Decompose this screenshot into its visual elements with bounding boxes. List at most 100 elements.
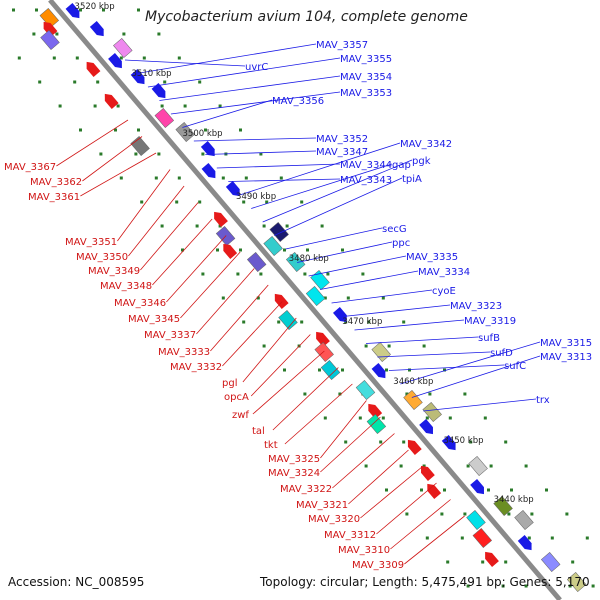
tick-dot	[236, 272, 240, 276]
tick-dot	[320, 224, 324, 228]
forward-gene-arrow	[65, 2, 80, 19]
reverse-gene-arrow-shape	[104, 93, 119, 110]
tick-dot	[142, 56, 146, 60]
tick-dot	[545, 488, 548, 492]
tick-dot	[463, 392, 467, 396]
tick-dot	[524, 584, 528, 588]
forward-gene-label: MAV_3323	[450, 301, 502, 312]
forward-gene-label: uvrC	[245, 62, 268, 73]
forward-label-leader	[182, 99, 273, 128]
forward-gene-arrow	[470, 478, 484, 495]
tick-dot	[565, 512, 569, 516]
tick-dot	[361, 272, 365, 276]
map-title: Mycobacterium avium 104, complete genome	[145, 9, 468, 25]
forward-gene-arrow-shape	[65, 2, 80, 19]
tick-dot	[102, 8, 105, 12]
scale-tick-label: 3520 kbp	[75, 2, 115, 12]
reverse-gene-label: MAV_3346	[114, 298, 166, 309]
forward-gene-label: trx	[536, 395, 550, 406]
tick-dot	[181, 248, 184, 252]
reverse-gene-block-shape	[130, 135, 150, 157]
tick-dot	[487, 488, 490, 492]
forward-gene-block-shape	[468, 455, 488, 477]
tick-dot	[12, 8, 15, 12]
reverse-label-leader	[210, 284, 269, 352]
reverse-gene-label: MAV_3332	[170, 362, 222, 373]
tick-dot	[489, 464, 493, 468]
reverse-gene-arrow-shape	[274, 293, 289, 310]
tick-dot	[381, 296, 385, 300]
reverse-gene-block	[40, 29, 60, 51]
scale-tick-label: 3490 kbp	[236, 192, 276, 202]
tick-dot	[504, 440, 508, 444]
forward-label-leader	[239, 142, 401, 196]
forward-gene-label: MAV_3347	[316, 147, 368, 158]
forward-label-leader	[331, 289, 433, 304]
forward-gene-arrow	[419, 418, 433, 435]
reverse-gene-block-shape	[39, 7, 60, 29]
tick-dot	[527, 536, 531, 540]
forward-label-leader	[354, 319, 465, 331]
reverse-gene-arrow-shape	[214, 211, 228, 228]
tick-dot	[481, 560, 485, 564]
forward-gene-arrow	[225, 180, 240, 197]
tick-dot	[504, 560, 508, 564]
forward-gene-label: sufB	[478, 333, 500, 344]
tick-dot	[318, 368, 321, 372]
tick-dot	[256, 296, 260, 300]
forward-label-leader	[274, 177, 403, 236]
reverse-gene-arrow-shape	[407, 439, 422, 456]
reverse-label-leader	[252, 350, 325, 415]
reverse-label-leader	[152, 218, 213, 286]
tick-dot	[483, 416, 487, 420]
tick-dot	[358, 416, 362, 420]
forward-gene-block	[305, 285, 326, 307]
tick-dot	[420, 488, 423, 492]
forward-label-leader	[423, 398, 537, 412]
tick-dot	[242, 200, 246, 204]
tick-dot	[177, 56, 181, 60]
forward-label-leader	[193, 137, 317, 142]
tick-dot	[119, 56, 123, 60]
reverse-gene-label: tal	[252, 426, 265, 437]
forward-gene-arrow-shape	[108, 52, 122, 69]
reverse-label-leader	[404, 515, 465, 565]
tick-dot	[73, 80, 77, 84]
forward-label-leader	[342, 304, 451, 317]
reverse-gene-arrow	[427, 483, 442, 500]
forward-gene-arrow-shape	[201, 162, 216, 179]
forward-gene-block	[422, 401, 442, 423]
forward-label-leader	[411, 355, 541, 398]
tick-dot	[300, 320, 304, 324]
genome-summary-text: Topology: circular; Length: 5,475,491 bp…	[260, 575, 590, 589]
reverse-label-leader	[320, 400, 367, 459]
scale-tick-label: 3450 kbp	[443, 436, 483, 446]
tick-dot	[428, 392, 432, 396]
forward-gene-block	[540, 551, 561, 573]
tick-dot	[385, 488, 388, 492]
tick-dot	[137, 128, 140, 132]
tick-dot	[344, 440, 348, 444]
reverse-gene-label: MAV_3312	[324, 530, 376, 541]
tick-dot	[381, 416, 385, 420]
tick-dot	[387, 344, 391, 348]
forward-gene-block	[566, 571, 587, 593]
tick-dot	[58, 104, 62, 108]
reverse-gene-arrow-shape	[43, 21, 58, 38]
reverse-gene-label: MAV_3367	[4, 162, 56, 173]
tick-dot	[399, 464, 403, 468]
forward-gene-label: MAV_3357	[316, 40, 368, 51]
tick-dot	[122, 32, 126, 36]
forward-gene-arrow-shape	[419, 418, 433, 435]
tick-dot	[265, 200, 269, 204]
reverse-gene-arrow	[407, 439, 422, 456]
reverse-label-leader	[272, 367, 339, 431]
reverse-gene-block-shape	[466, 509, 486, 531]
forward-gene-arrow-shape	[225, 180, 240, 197]
forward-gene-block-shape	[175, 121, 195, 143]
reverse-gene-label: MAV_3333	[158, 347, 210, 358]
tick-dot	[160, 104, 164, 108]
tick-dot	[338, 392, 342, 396]
tick-dot	[568, 584, 572, 588]
forward-gene-block	[263, 235, 283, 257]
